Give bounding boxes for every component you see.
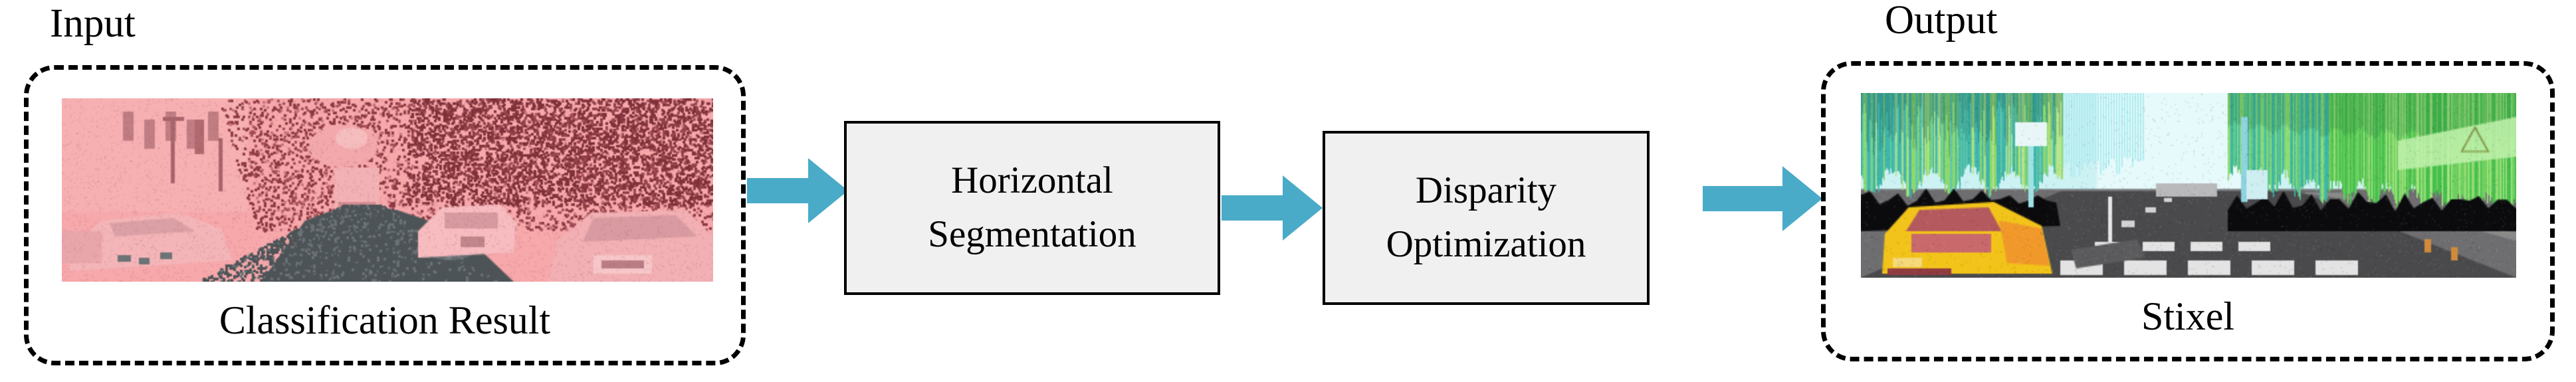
output-group-label: Output — [1885, 0, 1998, 43]
arrow-segmentation-to-optimization — [1222, 175, 1323, 240]
output-group-caption: Stixel — [2141, 294, 2234, 338]
arrow-optimization-to-output — [1703, 166, 1822, 231]
horizontal-segmentation-line-2: Segmentation — [928, 213, 1136, 255]
disparity-optimization-line-2: Optimization — [1386, 223, 1586, 265]
input-group-label: Input — [50, 1, 136, 46]
input-group-caption: Classification Result — [219, 298, 551, 342]
horizontal-segmentation-box: Horizontal Segmentation — [844, 121, 1220, 295]
disparity-optimization-box: Disparity Optimization — [1323, 131, 1650, 305]
horizontal-segmentation-line-1: Horizontal — [951, 159, 1113, 202]
disparity-optimization-line-1: Disparity — [1415, 169, 1557, 212]
arrow-input-to-segmentation — [747, 158, 848, 223]
output-group-dashed-box — [1821, 61, 2555, 361]
input-group-dashed-box — [24, 65, 746, 365]
stixel-result-image — [1861, 93, 2516, 278]
classification-result-image — [62, 98, 713, 282]
